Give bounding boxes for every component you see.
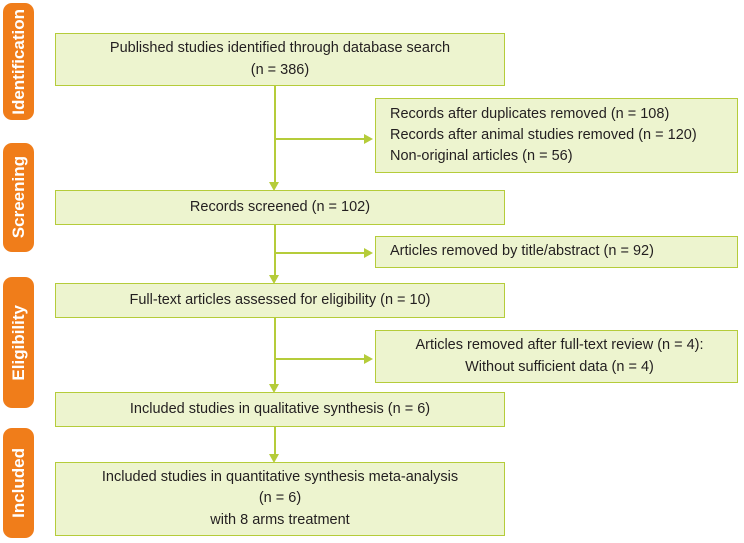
- box-excluded-fulltext: Articles removed after full-text review …: [375, 330, 738, 383]
- box-quantitative-synthesis-text: Included studies in quantitative synthes…: [101, 469, 459, 528]
- box-studies-identified: Published studies identified through dat…: [55, 33, 505, 86]
- connector-qualitative-to-quantitative: [274, 426, 276, 458]
- stage-tab-screening: Screening: [3, 143, 34, 252]
- box-studies-identified-text: Published studies identified through dat…: [109, 40, 451, 78]
- box-excluded-title-abstract-text: Articles removed by title/abstract (n = …: [390, 243, 654, 260]
- connector-screened-to-fulltext: [274, 224, 276, 279]
- box-fulltext-assessed: Full-text articles assessed for eligibil…: [55, 283, 505, 318]
- box-excluded-fulltext-text: Articles removed after full-text review …: [415, 337, 704, 375]
- arrowhead-into-excluded-duplicates: [364, 134, 373, 144]
- connector-screened-to-excluded-title-abstract: [274, 252, 366, 254]
- connector-identified-to-screened: [274, 85, 276, 186]
- box-qualitative-synthesis-text: Included studies in qualitative synthesi…: [129, 400, 431, 417]
- box-qualitative-synthesis: Included studies in qualitative synthesi…: [55, 392, 505, 427]
- arrowhead-into-screened: [269, 182, 279, 191]
- box-fulltext-assessed-text: Full-text articles assessed for eligibil…: [129, 291, 431, 308]
- connector-fulltext-to-qualitative: [274, 317, 276, 388]
- arrowhead-into-quantitative: [269, 454, 279, 463]
- stage-tab-included-label: Included: [9, 448, 28, 518]
- stage-tab-included: Included: [3, 428, 34, 538]
- box-excluded-duplicates-text: Records after duplicates removed (n = 10…: [390, 105, 697, 164]
- arrowhead-into-fulltext: [269, 275, 279, 284]
- box-records-screened-text: Records screened (n = 102): [189, 198, 371, 215]
- arrowhead-into-excluded-title-abstract: [364, 248, 373, 258]
- arrowhead-into-excluded-fulltext: [364, 354, 373, 364]
- stage-tab-eligibility: Eligibility: [3, 277, 34, 408]
- arrowhead-into-qualitative: [269, 384, 279, 393]
- stage-tab-screening-label: Screening: [9, 156, 28, 239]
- box-excluded-duplicates: Records after duplicates removed (n = 10…: [375, 98, 738, 173]
- box-quantitative-synthesis: Included studies in quantitative synthes…: [55, 462, 505, 536]
- box-excluded-title-abstract: Articles removed by title/abstract (n = …: [375, 236, 738, 268]
- stage-tab-identification: Identification: [3, 3, 34, 120]
- stage-tab-identification-label: Identification: [9, 8, 28, 115]
- stage-tab-eligibility-label: Eligibility: [9, 304, 28, 381]
- box-records-screened: Records screened (n = 102): [55, 190, 505, 225]
- connector-fulltext-to-excluded-fulltext: [274, 358, 366, 360]
- connector-identified-to-excluded-duplicates: [274, 138, 366, 140]
